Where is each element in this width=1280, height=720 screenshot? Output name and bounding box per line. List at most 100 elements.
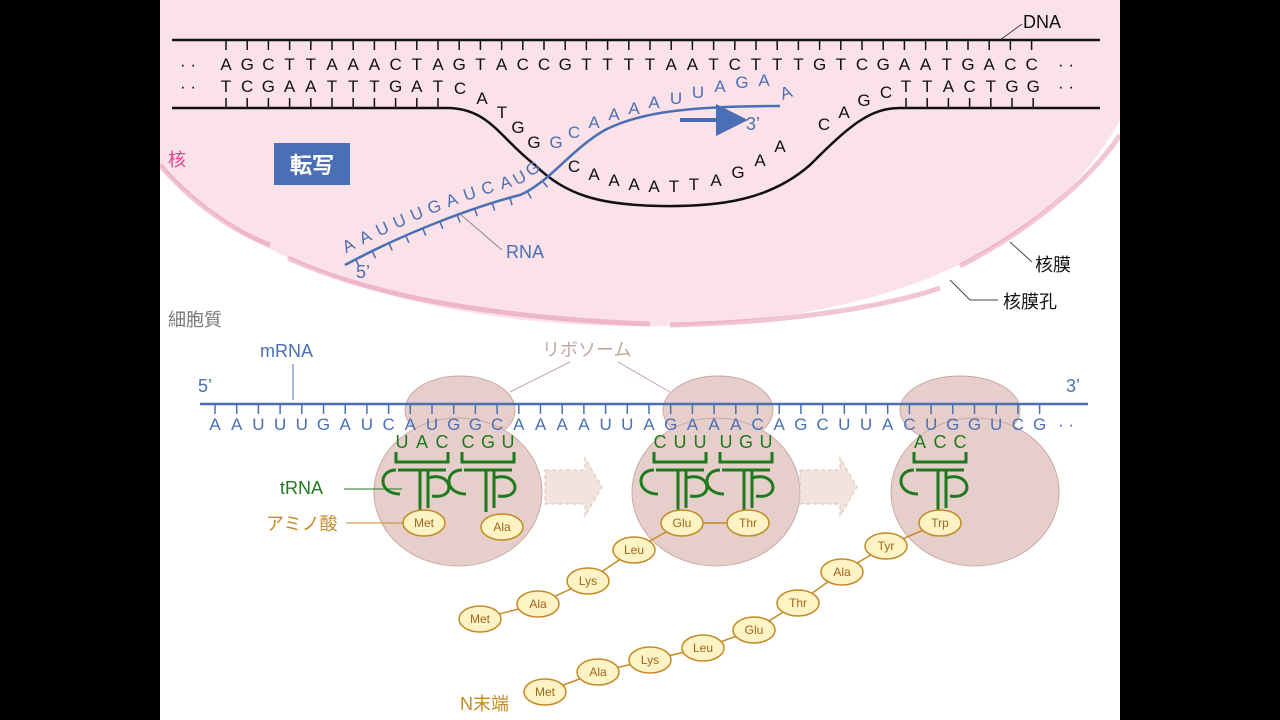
ribosome-leader-line [509, 361, 571, 393]
transcription-label: 転写 [274, 143, 350, 185]
amino-acid: Thr [726, 509, 770, 537]
dna-base: T [772, 55, 782, 74]
amino-acid-bead [628, 646, 672, 674]
trna-d-loop [899, 468, 919, 496]
dna-base: T [306, 55, 316, 74]
dna-base: G [813, 55, 826, 74]
rna-label: RNA [506, 242, 544, 262]
dna-base: T [369, 77, 379, 96]
mrna-base: U [599, 415, 611, 434]
nuclear-membrane [958, 133, 1120, 269]
mrna-base: A [730, 415, 742, 434]
dna-base: C [568, 157, 580, 176]
rna-base: C [568, 123, 580, 142]
dna-bottom-left-ellipsis: · · [180, 77, 196, 96]
amino-acid-bead [918, 509, 962, 537]
dna-base: A [984, 55, 996, 74]
anticodon-base: C [934, 432, 947, 452]
amino-acid-bead [480, 513, 524, 541]
amino-acid: Leu [612, 536, 656, 564]
anticodon-base: U [760, 432, 773, 452]
dna-base: T [221, 77, 231, 96]
nuclear-membrane-label: 核膜 [1035, 255, 1071, 275]
amino-acid-bead [681, 634, 725, 662]
mrna-base: A [708, 415, 720, 434]
amino-acid-bead [576, 658, 620, 686]
dna-base: T [689, 175, 699, 194]
dna-base: A [648, 177, 660, 196]
dna-base: T [475, 55, 485, 74]
mrna-base: A [643, 415, 655, 434]
anticodon-base: C [654, 432, 667, 452]
rna-base: U [692, 83, 704, 102]
mrna-right-ellipsis: · · [1058, 415, 1074, 434]
amino-acid-label: Ala [529, 597, 547, 611]
trna-anticodon-loop [460, 452, 516, 464]
dna-base: A [899, 55, 911, 74]
anticodon-base: C [462, 432, 475, 452]
mrna-base: C [1012, 415, 1024, 434]
amino-acid: Met [402, 509, 446, 537]
dna-top-right-ellipsis: · · [1058, 55, 1074, 74]
dna-base: A [774, 137, 786, 156]
pore-leader-line [949, 279, 998, 301]
mrna-base: A [774, 415, 786, 434]
amino-acid-bead [660, 509, 704, 537]
trna-t-loop [751, 475, 775, 498]
dna-base: C [262, 55, 274, 74]
nuclear-pore-label: 核膜孔 [1003, 292, 1057, 312]
tick [473, 208, 478, 217]
mrna-base: U [361, 415, 373, 434]
dna-label: DNA [1023, 12, 1061, 32]
mrna-base: G [968, 415, 981, 434]
mrna-base: A [209, 415, 221, 434]
mrna-five-prime-label: 5’ [198, 376, 212, 396]
dna-base: G [1027, 77, 1040, 96]
amino-acid: Ala [576, 658, 620, 686]
dna-base: G [511, 118, 524, 137]
mrna-base: U [296, 415, 308, 434]
mrna-base: U [621, 415, 633, 434]
tick [422, 228, 427, 236]
dna-base: T [922, 77, 932, 96]
dna-base: C [517, 55, 529, 74]
trna-anticodon-loop [394, 452, 450, 464]
mrna-base: G [946, 415, 959, 434]
trna-anticodon-loop [912, 452, 968, 464]
rna-base: A [758, 71, 770, 90]
amino-acid-label: Leu [693, 641, 713, 655]
mrna-base: C [491, 415, 503, 434]
membrane-leader-line [1009, 241, 1033, 263]
rna-ticks [354, 180, 549, 267]
dna-base: A [588, 165, 600, 184]
amino-acid-bead [864, 532, 908, 560]
amino-acid-bead [776, 589, 820, 617]
amino-acid-bead [566, 567, 610, 595]
dna-base: A [369, 55, 381, 74]
dna-base: T [624, 55, 634, 74]
mrna-base: G [794, 415, 807, 434]
rna-five-prime-label: 5’ [356, 262, 370, 282]
dna-base: T [412, 55, 422, 74]
amino-acid-label: Met [535, 685, 556, 699]
dna-base: A [838, 103, 850, 122]
amino-acid-label: Trp [931, 516, 949, 530]
trna-anticodon-loop [718, 452, 774, 464]
dna-base: G [389, 77, 402, 96]
dna-base: A [476, 89, 488, 108]
amino-acid-bead [612, 536, 656, 564]
cytoplasm-label: 細胞質 [168, 310, 222, 330]
dna-base: T [942, 55, 952, 74]
dna-base: A [284, 77, 296, 96]
dna-base: A [326, 55, 338, 74]
amino-acid: Met [458, 605, 502, 633]
rna-base: G [425, 196, 444, 219]
dna-base: T [497, 103, 507, 122]
amino-acid: Ala [480, 513, 524, 541]
tick [388, 242, 393, 251]
